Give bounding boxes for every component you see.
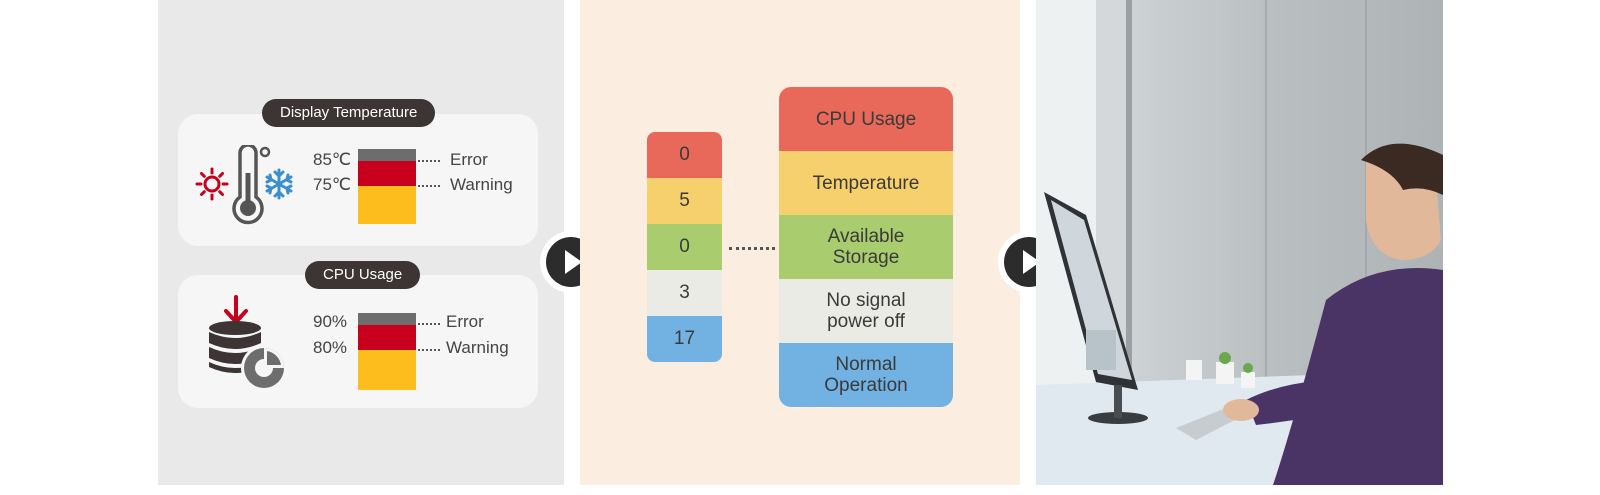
sun-icon [195, 167, 229, 201]
status-count-cell: 0 [647, 224, 722, 270]
play-arrow-icon [1023, 250, 1040, 274]
status-legend-label: Normal Operation [824, 354, 908, 396]
error-leader-line [418, 323, 440, 325]
temp-warning-threshold: 75℃ [313, 175, 352, 194]
stack-to-legend-leader [729, 247, 775, 250]
status-legend-item: Temperature [779, 151, 953, 215]
cpu-usage-title: CPU Usage [305, 261, 421, 289]
play-arrow-icon [565, 250, 582, 274]
display-temperature-title: Display Temperature [262, 99, 436, 127]
status-legend-item: CPU Usage [779, 87, 953, 151]
status-legend-label: No signal power off [826, 290, 906, 332]
office-photo [1036, 0, 1443, 485]
cpu-meter [358, 313, 416, 390]
temperature-meter [358, 149, 416, 224]
temp-warning-label: Warning [450, 175, 513, 194]
status-count-cell: 3 [647, 270, 722, 316]
status-legend-label: CPU Usage [815, 108, 917, 130]
temp-error-threshold: 85℃ [313, 150, 352, 169]
status-count-cell: 17 [647, 316, 722, 362]
thermometer-icon [232, 145, 271, 225]
status-legend-label: Temperature [812, 172, 920, 194]
warning-leader-line [418, 349, 440, 351]
meter-warning-segment [358, 186, 416, 224]
meter-error-segment [358, 161, 416, 186]
pie-chart-icon [241, 345, 287, 391]
cpu-warning-threshold: 80% [313, 338, 348, 357]
status-legend-item: Available Storage [779, 215, 953, 279]
status-legend-item: No signal power off [779, 279, 953, 343]
meter-error-segment [358, 325, 416, 350]
cpu-error-threshold: 90% [313, 312, 348, 331]
status-legend-item: Normal Operation [779, 343, 953, 407]
cpu-warning-label: Warning [446, 338, 509, 357]
office-scene-illustration [1036, 0, 1443, 485]
cpu-error-label: Error [446, 312, 484, 331]
meter-over-segment [358, 313, 416, 325]
meter-over-segment [358, 149, 416, 161]
meter-warning-segment [358, 350, 416, 390]
warning-leader-line [418, 185, 440, 187]
snowflake-icon [265, 168, 293, 200]
status-count-cell: 0 [647, 132, 722, 178]
temp-error-label: Error [450, 150, 488, 169]
error-leader-line [418, 160, 440, 162]
status-legend-label: Available Storage [827, 226, 905, 268]
status-count-cell: 5 [647, 178, 722, 224]
